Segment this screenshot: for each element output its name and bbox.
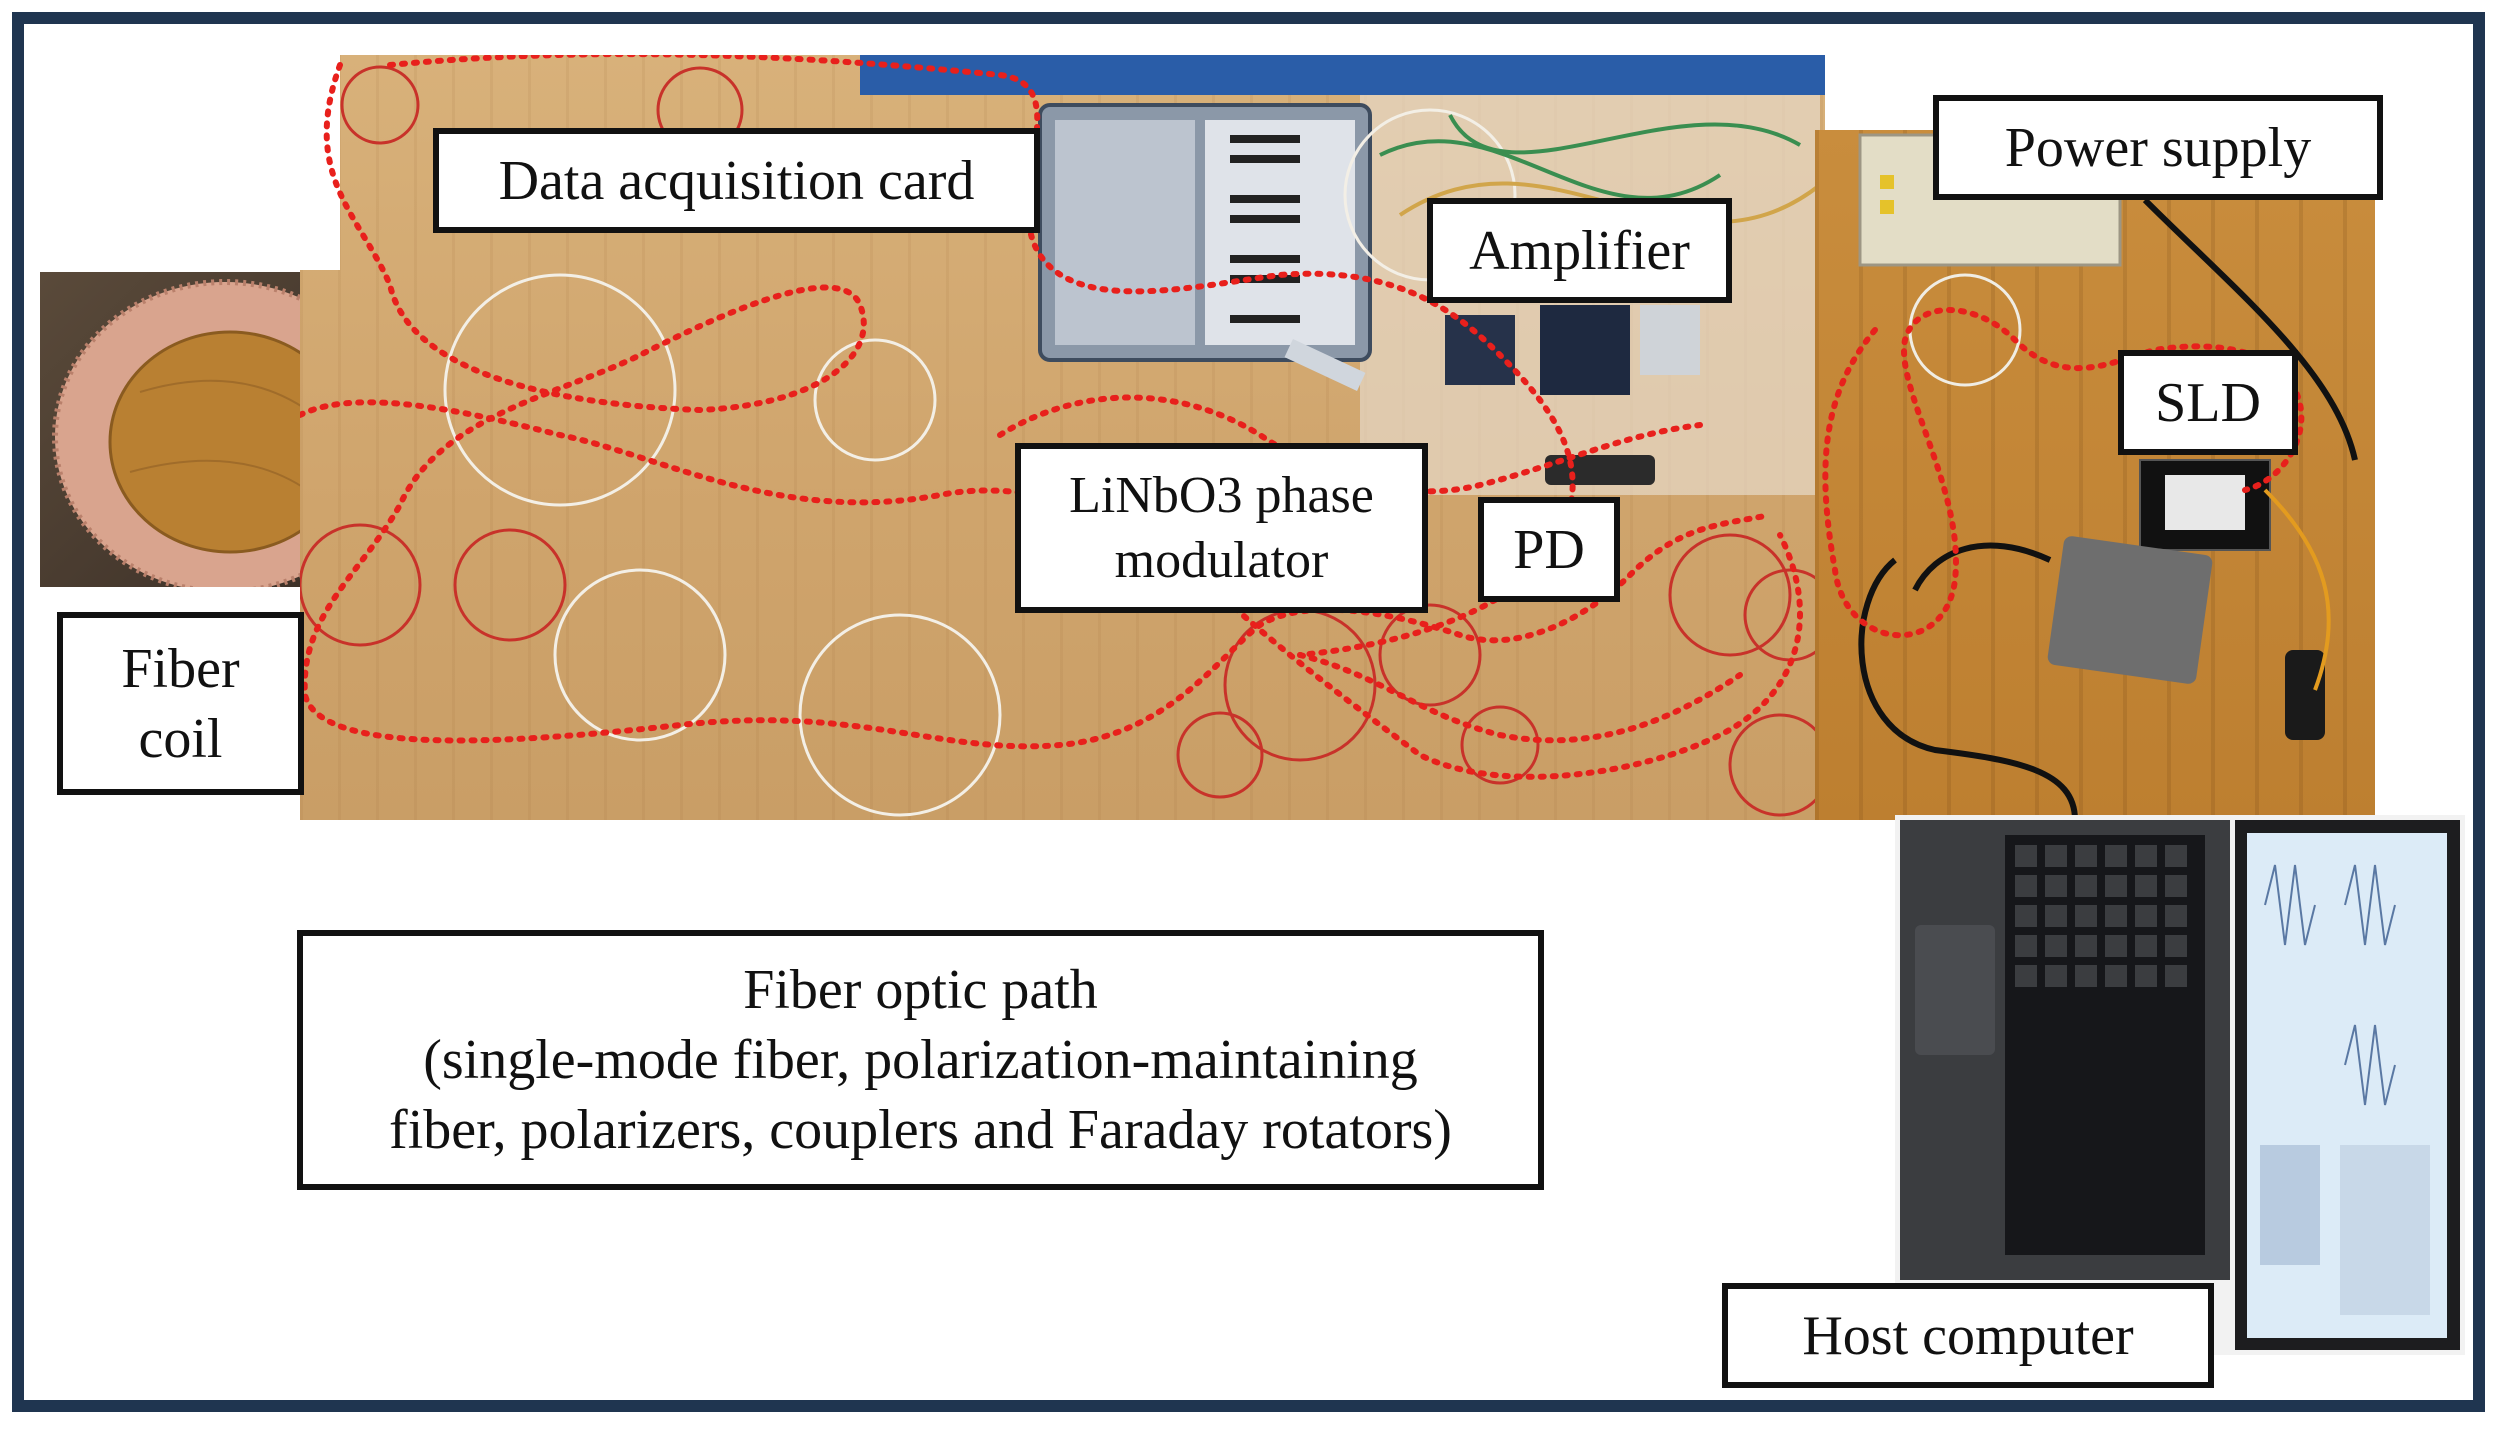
label-data-acquisition-card-text: Data acquisition card	[498, 149, 975, 212]
label-fiber-coil-line2: coil	[138, 707, 223, 770]
label-power-supply: Power supply	[1933, 95, 2383, 200]
label-fiber-path-line1: Fiber optic path	[743, 959, 1098, 1021]
label-data-acquisition-card: Data acquisition card	[433, 128, 1040, 233]
label-amplifier: Amplifier	[1427, 198, 1732, 303]
label-sld: SLD	[2118, 350, 2298, 455]
equipment-rack-photo	[1815, 130, 2375, 820]
label-amplifier-text: Amplifier	[1469, 219, 1690, 282]
label-fiber-path-line2: (single-mode fiber, polarization-maintai…	[423, 1029, 1418, 1091]
label-fiber-path-line3: fiber, polarizers, couplers and Faraday …	[389, 1099, 1452, 1161]
label-modulator-line2: modulator	[1114, 532, 1329, 589]
fiber-coil-photo	[40, 272, 312, 587]
host-computer-photo	[1895, 815, 2465, 1355]
label-modulator-line1: LiNbO3 phase	[1069, 467, 1374, 524]
label-power-supply-text: Power supply	[2004, 116, 2312, 179]
label-host-computer: Host computer	[1722, 1283, 2214, 1388]
label-pd-text: PD	[1513, 518, 1585, 581]
label-host-computer-text: Host computer	[1802, 1304, 2134, 1367]
label-fiber-coil: Fiber coil	[57, 612, 304, 795]
label-sld-text: SLD	[2155, 371, 2261, 434]
label-pd: PD	[1478, 497, 1620, 602]
label-fiber-optic-path: Fiber optic path (single-mode fiber, pol…	[297, 930, 1544, 1190]
label-fiber-coil-line1: Fiber	[121, 637, 240, 700]
figure-border	[12, 12, 2485, 1412]
label-linbo3-phase-modulator: LiNbO3 phase modulator	[1015, 443, 1428, 613]
